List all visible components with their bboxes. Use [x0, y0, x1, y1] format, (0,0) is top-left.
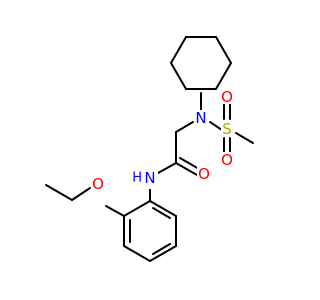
bond [170, 36, 187, 64]
o-atom-label: O [198, 165, 210, 183]
bond [123, 200, 151, 217]
cyclohexane-ring [170, 36, 232, 90]
o-atom-label: O [221, 88, 233, 106]
bond [209, 121, 223, 131]
bond [175, 162, 198, 176]
bond [152, 243, 171, 255]
bond [170, 62, 187, 90]
bond [157, 162, 177, 174]
bond [175, 121, 194, 133]
label-background [136, 165, 158, 189]
label-background [220, 152, 234, 167]
atom-label-s-sulfonyl: S [221, 120, 234, 138]
bond [149, 245, 177, 262]
o-atom-label: O [221, 151, 233, 169]
bond [123, 245, 151, 262]
label-background [220, 89, 234, 104]
atom-label-o-sulfonyl-bottom: O [220, 151, 234, 169]
bond [45, 184, 73, 201]
bond [149, 200, 177, 217]
n-atom-label: N [144, 169, 155, 187]
structure-svg: N S O O O N H O [45, 36, 254, 262]
bond [71, 187, 91, 201]
label-background [221, 121, 234, 136]
atom-label-n-sulfonamide: N [195, 109, 208, 127]
n-atom-label: N [195, 109, 206, 127]
atom-label-o-sulfonyl-top: O [220, 88, 234, 106]
atom-label-o-carbonyl: O [197, 165, 211, 183]
bond [179, 157, 200, 170]
label-background [195, 110, 208, 125]
o-atom-label: O [92, 175, 104, 193]
atom-label-o-ether: O [91, 175, 105, 193]
label-background [91, 176, 105, 192]
benzene-ring [123, 200, 177, 262]
molecule-structure-diagram: N S O O O N H O [45, 36, 254, 262]
label-background [197, 166, 211, 181]
h-atom-label: H [132, 171, 142, 186]
s-atom-label: S [222, 120, 232, 138]
bond [152, 207, 171, 219]
bond [235, 132, 254, 144]
atom-label-nh-amide: N H [132, 165, 158, 189]
bond [105, 205, 125, 217]
bond [215, 36, 232, 64]
bond [215, 62, 232, 90]
